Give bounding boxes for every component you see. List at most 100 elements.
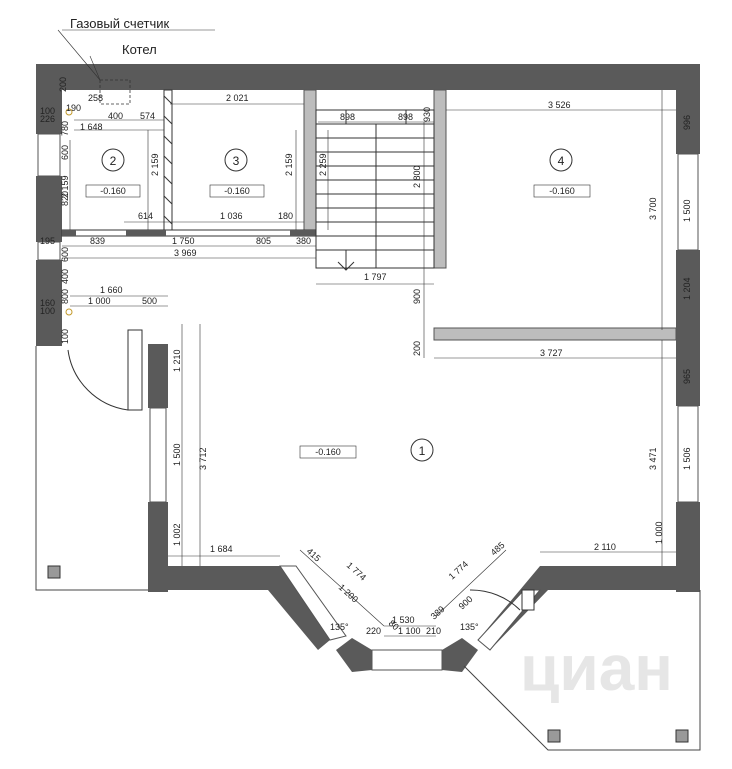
wall-inner-left1 bbox=[148, 344, 168, 408]
wall-right-mid bbox=[676, 250, 700, 406]
svg-text:1 500: 1 500 bbox=[682, 199, 692, 222]
svg-text:80: 80 bbox=[387, 618, 401, 632]
svg-text:1 684: 1 684 bbox=[210, 544, 233, 554]
svg-text:200: 200 bbox=[412, 341, 422, 356]
svg-text:3 526: 3 526 bbox=[548, 100, 571, 110]
exterior-walls bbox=[36, 64, 700, 672]
svg-text:600: 600 bbox=[60, 145, 70, 160]
svg-text:226: 226 bbox=[40, 114, 55, 124]
svg-text:2 021: 2 021 bbox=[226, 93, 249, 103]
wall-left-upper bbox=[36, 64, 62, 134]
vertical-dimension-texts: 2 159 2 159 2 159 2 259 930 2 800 996 3 … bbox=[40, 77, 692, 546]
bay-right-pier bbox=[442, 638, 478, 672]
svg-text:898: 898 bbox=[398, 112, 413, 122]
svg-text:900: 900 bbox=[457, 594, 475, 611]
partition-bottom-hatch2 bbox=[126, 230, 166, 236]
staircase bbox=[315, 109, 435, 271]
svg-text:965: 965 bbox=[682, 369, 692, 384]
svg-text:780: 780 bbox=[60, 121, 70, 136]
svg-text:3 969: 3 969 bbox=[174, 248, 197, 258]
svg-text:100: 100 bbox=[40, 306, 55, 316]
svg-text:210: 210 bbox=[426, 626, 441, 636]
svg-text:1 530: 1 530 bbox=[392, 615, 415, 625]
svg-text:2 159: 2 159 bbox=[150, 153, 160, 176]
svg-text:3: 3 bbox=[233, 154, 240, 168]
svg-text:-0.160: -0.160 bbox=[549, 186, 575, 196]
terraces bbox=[35, 346, 701, 751]
dimension-lines bbox=[57, 29, 676, 637]
wall-left-mid1 bbox=[36, 176, 62, 242]
svg-text:220: 220 bbox=[366, 626, 381, 636]
svg-text:1 750: 1 750 bbox=[172, 236, 195, 246]
svg-text:1 774: 1 774 bbox=[447, 559, 470, 582]
wall-bottom-right bbox=[478, 566, 700, 650]
room-3-marker: 3 -0.160 bbox=[209, 148, 265, 198]
svg-text:1 210: 1 210 bbox=[172, 349, 182, 372]
svg-text:135°: 135° bbox=[460, 622, 479, 632]
svg-text:820: 820 bbox=[60, 191, 70, 206]
svg-text:3 727: 3 727 bbox=[540, 348, 563, 358]
svg-text:415: 415 bbox=[305, 546, 323, 563]
svg-text:500: 500 bbox=[142, 296, 157, 306]
dimension-texts: 258 190 400 574 1 648 2 021 898 898 3 52… bbox=[66, 93, 616, 636]
svg-text:400: 400 bbox=[108, 111, 123, 121]
svg-text:195: 195 bbox=[40, 236, 55, 246]
svg-text:614: 614 bbox=[138, 211, 153, 221]
svg-text:996: 996 bbox=[682, 115, 692, 130]
svg-text:4: 4 bbox=[558, 154, 565, 168]
wall-left-mid2 bbox=[36, 260, 62, 346]
svg-text:100: 100 bbox=[40, 106, 55, 116]
svg-text:1 000: 1 000 bbox=[654, 521, 664, 544]
svg-text:2 110: 2 110 bbox=[594, 542, 616, 552]
svg-text:2 259: 2 259 bbox=[318, 153, 328, 176]
svg-text:2 159: 2 159 bbox=[60, 175, 70, 198]
svg-text:1 204: 1 204 bbox=[682, 277, 692, 300]
svg-text:380: 380 bbox=[296, 236, 311, 246]
wall-right-upper bbox=[676, 64, 700, 154]
wall-top-left bbox=[36, 64, 296, 90]
svg-text:180: 180 bbox=[278, 211, 293, 221]
svg-text:3 471: 3 471 bbox=[648, 447, 658, 470]
svg-text:900: 900 bbox=[412, 289, 422, 304]
svg-text:1 774: 1 774 bbox=[345, 560, 368, 583]
svg-text:898: 898 bbox=[340, 112, 355, 122]
svg-text:1 000: 1 000 bbox=[88, 296, 111, 306]
svg-text:839: 839 bbox=[90, 236, 105, 246]
svg-text:930: 930 bbox=[422, 107, 432, 122]
svg-text:1 660: 1 660 bbox=[100, 285, 123, 295]
svg-text:3 712: 3 712 bbox=[198, 447, 208, 470]
svg-text:160: 160 bbox=[40, 298, 55, 308]
boiler-marker bbox=[99, 79, 131, 105]
svg-text:2: 2 bbox=[110, 154, 117, 168]
svg-text:389: 389 bbox=[429, 604, 447, 621]
gas-meter-markers bbox=[65, 108, 73, 316]
svg-text:1 500: 1 500 bbox=[172, 443, 182, 466]
bay-left-pier bbox=[336, 638, 372, 672]
svg-text:400: 400 bbox=[60, 269, 70, 284]
gas-meter-label: Газовый счетчик bbox=[70, 16, 169, 31]
svg-text:1 002: 1 002 bbox=[172, 523, 182, 546]
svg-text:1: 1 bbox=[419, 444, 426, 458]
svg-text:-0.160: -0.160 bbox=[100, 186, 126, 196]
partition-bottom-hatch3 bbox=[290, 230, 316, 236]
svg-text:258: 258 bbox=[88, 93, 103, 103]
partition-stairs-room4 bbox=[433, 89, 447, 269]
wall-top-right bbox=[296, 64, 700, 90]
svg-text:574: 574 bbox=[140, 111, 155, 121]
svg-text:485: 485 bbox=[489, 540, 507, 557]
svg-text:200: 200 bbox=[58, 77, 68, 92]
svg-text:1 100: 1 100 bbox=[398, 626, 421, 636]
entrance-door bbox=[67, 329, 535, 611]
svg-text:805: 805 bbox=[256, 236, 271, 246]
room-2-marker: 2 -0.160 bbox=[85, 148, 141, 198]
partition-bottom-hatch1 bbox=[62, 230, 76, 236]
interior-walls bbox=[61, 89, 677, 341]
partition-room3-stairs bbox=[303, 89, 317, 231]
room-1-marker: 1 -0.160 bbox=[299, 438, 434, 462]
svg-text:1 506: 1 506 bbox=[682, 447, 692, 470]
svg-text:100: 100 bbox=[60, 329, 70, 344]
svg-text:135°: 135° bbox=[330, 622, 349, 632]
watermark: циан bbox=[520, 632, 673, 704]
svg-text:3 700: 3 700 bbox=[648, 197, 658, 220]
